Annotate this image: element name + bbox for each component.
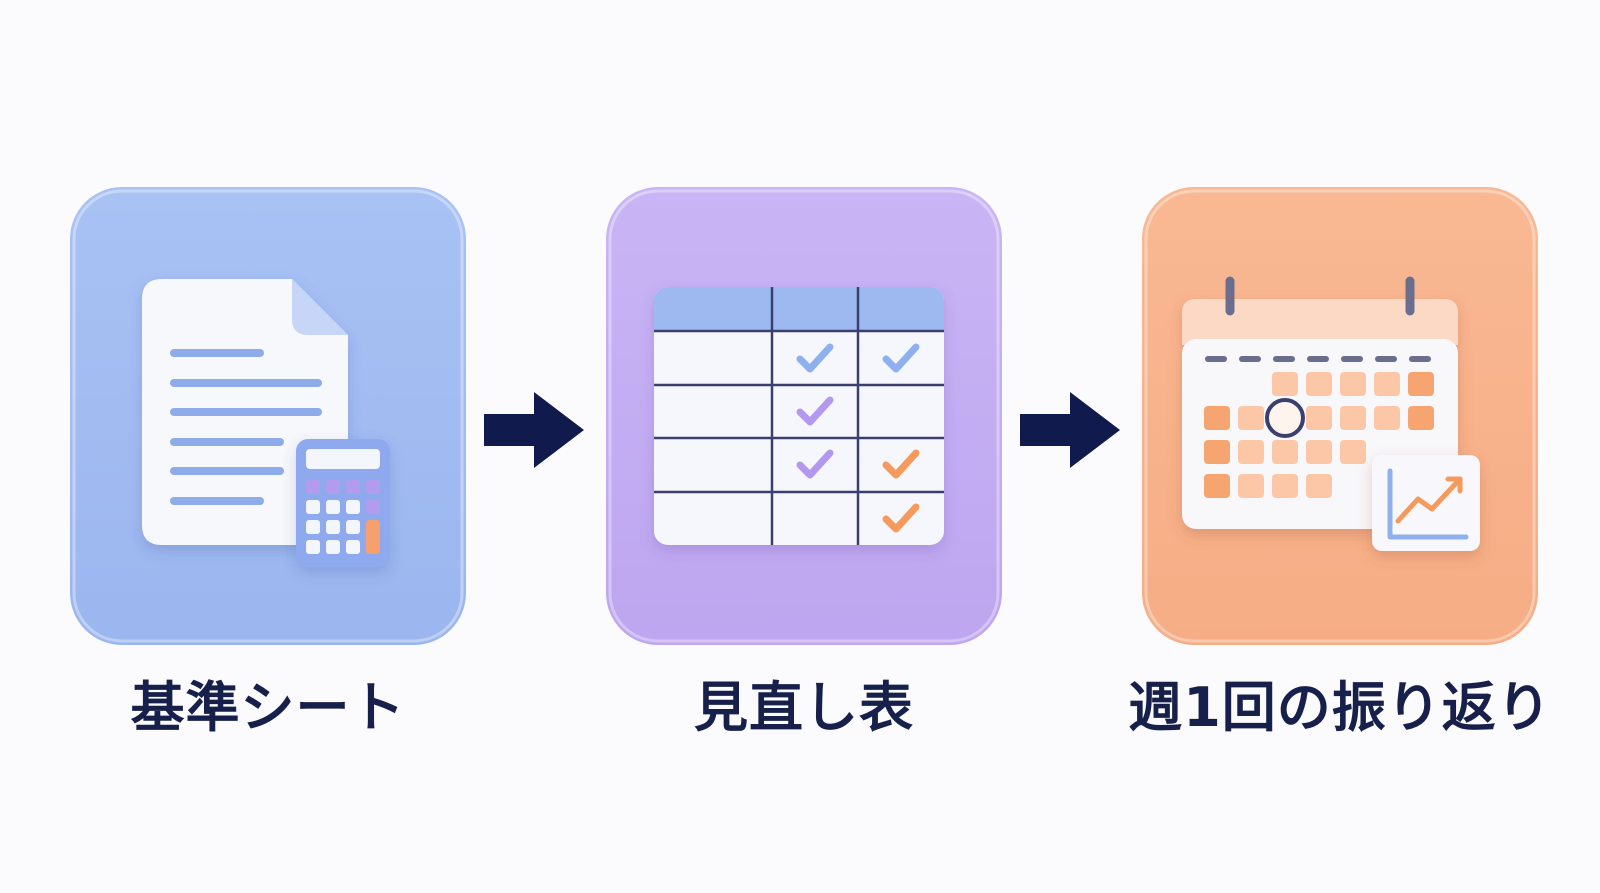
calendar-trend-icon	[1142, 187, 1538, 645]
calendar-day-cells	[1204, 372, 1434, 498]
step-3-tile	[1142, 187, 1538, 645]
calendar-rings	[1225, 276, 1415, 316]
step-1-label: 基準シート	[130, 676, 406, 739]
document-lines	[170, 349, 322, 505]
step-1-tile	[70, 187, 466, 645]
check-icon	[796, 343, 834, 373]
document-calculator-icon	[70, 187, 466, 645]
right-arrow-icon	[1020, 392, 1120, 468]
checklist-table-icon	[606, 187, 1002, 645]
check-icon	[882, 449, 920, 479]
calculator-icon	[296, 439, 390, 567]
step-2-tile	[606, 187, 1002, 645]
check-icon	[796, 396, 834, 426]
step-2-label: 見直し表	[694, 676, 914, 739]
step-3-label: 週1回の振り返り	[1128, 676, 1552, 739]
check-icon	[882, 503, 920, 533]
selected-day-marker	[1265, 398, 1305, 438]
table-grid	[654, 287, 944, 545]
right-arrow-icon	[484, 392, 584, 468]
check-icon	[796, 449, 834, 479]
check-icon	[882, 343, 920, 373]
